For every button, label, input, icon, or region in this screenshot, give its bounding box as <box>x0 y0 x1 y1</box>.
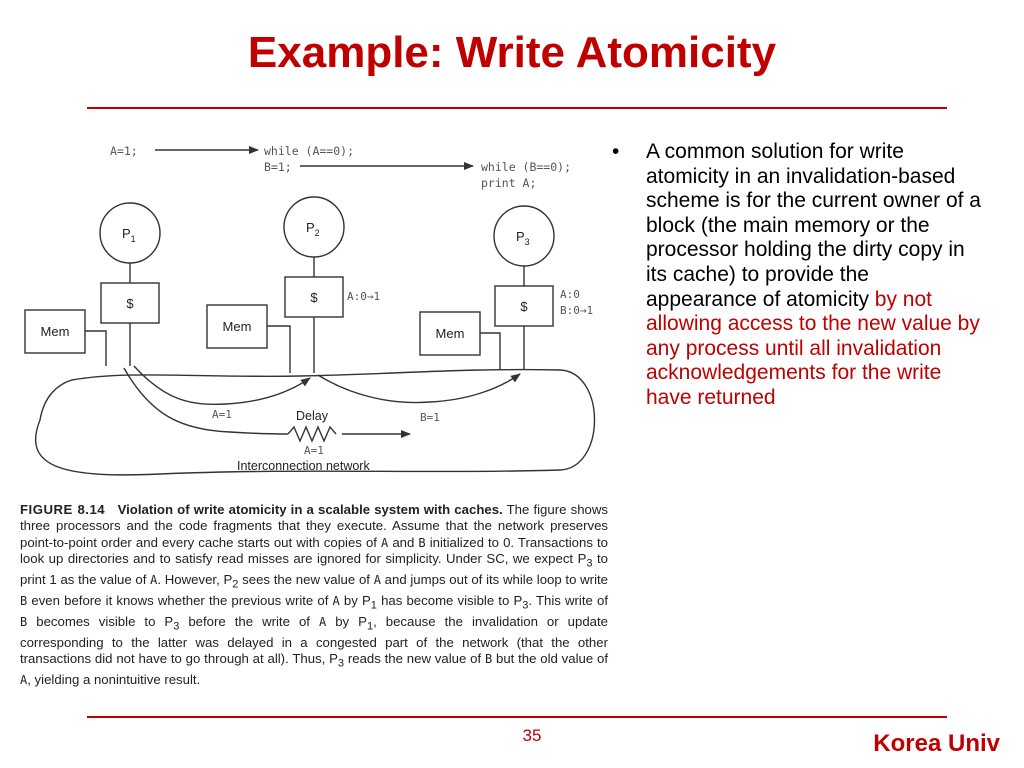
code-p2-line2: B=1; <box>264 160 292 174</box>
memory-3-label: Mem <box>436 326 465 341</box>
network-label: Interconnection network <box>237 459 370 473</box>
footer-divider <box>87 716 947 718</box>
cache-p2-label: $ <box>310 290 318 305</box>
msg-label-b1: B=1 <box>420 411 440 424</box>
cache-p3-label: $ <box>520 299 528 314</box>
caption-title: Violation of write atomicity in a scalab… <box>117 502 503 517</box>
msg-path-a1-top <box>133 365 311 406</box>
interconnection-network-outline <box>34 368 596 476</box>
cache-note-p2: A:0→1 <box>347 290 380 303</box>
memory-2-label: Mem <box>223 319 252 334</box>
msg-label-a1-top: A=1 <box>212 408 232 421</box>
code-p1: A=1; <box>110 144 138 158</box>
page-number: 35 <box>522 726 542 745</box>
processor-p2-label: P2 <box>306 220 320 238</box>
processor-p3-label: P3 <box>516 229 530 247</box>
msg-label-a1-bottom: A=1 <box>304 444 324 457</box>
caption-figure-number: FIGURE 8.14 <box>20 502 106 517</box>
bullet-text: A common solution for write atomicity in… <box>646 140 982 411</box>
bullet-text-red: by not allowing access to the new value … <box>646 287 980 409</box>
memory-1-label: Mem <box>41 324 70 339</box>
slide-title: Example: Write Atomicity <box>247 28 777 77</box>
msg-path-a1-lower <box>123 367 289 435</box>
code-p2-line1: while (A==0); <box>264 144 354 158</box>
delay-squiggle <box>287 425 337 443</box>
bullet-dot-icon: • <box>612 140 620 163</box>
processor-p1-label: P1 <box>122 226 136 244</box>
code-p3-line2: print A; <box>481 176 536 190</box>
cache-note-p3-b: B:0→1 <box>560 304 593 317</box>
cache-p1-label: $ <box>126 296 134 311</box>
footer-brand: Korea Univ <box>873 730 1000 757</box>
bullet-text-black: A common solution for write atomicity in… <box>646 140 981 311</box>
code-p3-line1: while (B==0); <box>481 160 571 174</box>
msg-path-b1 <box>317 373 521 404</box>
delay-label: Delay <box>296 409 329 423</box>
title-divider <box>87 107 947 109</box>
cache-note-p3-a: A:0 <box>560 288 580 301</box>
bullet-point: • A common solution for write atomicity … <box>612 140 982 411</box>
figure-caption: FIGURE 8.14 Violation of write atomicity… <box>20 502 609 687</box>
